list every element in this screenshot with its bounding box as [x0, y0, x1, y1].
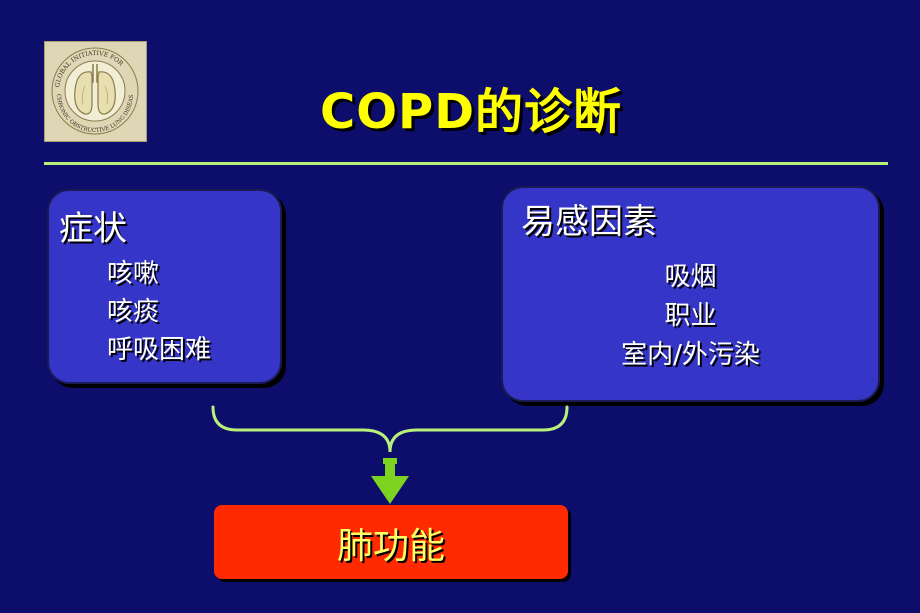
lungs-icon: GLOBAL INITIATIVE FOR CHRONIC OBSTRUCTIV…: [45, 42, 139, 135]
page-title: COPD的诊断: [320, 84, 623, 140]
symptoms-box: 症状 咳嗽 咳痰 呼吸困难: [47, 189, 282, 384]
gold-logo: GLOBAL INITIATIVE FOR CHRONIC OBSTRUCTIV…: [44, 41, 147, 142]
risk-factor-item: 室内/外污染: [621, 340, 760, 370]
lung-function-box: 肺功能: [214, 505, 568, 579]
risk-factor-item: 吸烟: [664, 262, 717, 292]
symptom-item: 呼吸困难: [107, 335, 212, 365]
lung-function-label: 肺功能: [336, 526, 445, 567]
symptoms-heading: 症状: [59, 209, 127, 249]
symptom-item: 咳嗽: [107, 259, 160, 289]
brace-connector: [211, 405, 569, 504]
symptom-item: 咳痰: [107, 297, 160, 327]
risk-factors-heading: 易感因素: [521, 202, 657, 242]
risk-factors-box: 易感因素 吸烟 职业 室内/外污染: [501, 186, 880, 402]
down-arrow-icon: [371, 458, 409, 504]
risk-factor-item: 职业: [664, 301, 717, 331]
title-divider: [44, 162, 888, 165]
